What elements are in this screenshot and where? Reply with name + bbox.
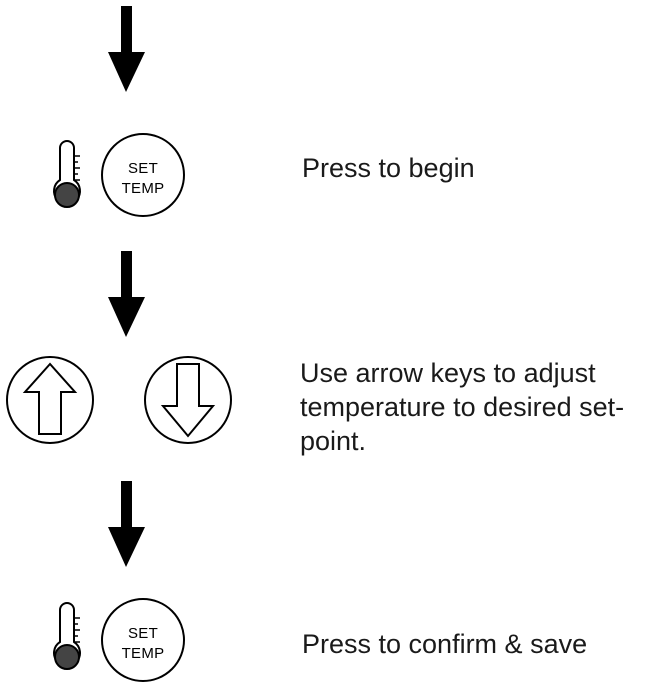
down-arrow-icon [160, 363, 216, 438]
step-2-text-line: temperature to desired set- [300, 392, 625, 422]
down-arrow-button[interactable] [144, 356, 232, 444]
step-2-text-line: Use arrow keys to adjust [300, 358, 596, 388]
thermometer-icon [53, 602, 81, 670]
flow-arrow-icon [108, 251, 145, 337]
set-temp-label-line1: SET [128, 160, 158, 177]
set-temp-label-line2: TEMP [122, 645, 165, 662]
up-arrow-button[interactable] [6, 356, 94, 444]
set-temp-button[interactable]: SET TEMP [101, 598, 185, 682]
up-arrow-icon [22, 362, 78, 435]
set-temp-label-line1: SET [128, 625, 158, 642]
set-temp-label-line2: TEMP [122, 180, 165, 197]
step-2-text: Use arrow keys to adjust temperature to … [300, 356, 660, 458]
step-3-text: Press to confirm & save [302, 629, 588, 659]
flow-arrow-icon [108, 481, 145, 567]
thermometer-icon [53, 140, 81, 208]
step-1-text: Press to begin [302, 153, 475, 183]
step-2-text-line: point. [300, 426, 367, 456]
set-temp-button[interactable]: SET TEMP [101, 133, 185, 217]
flow-arrow-icon [108, 6, 145, 92]
